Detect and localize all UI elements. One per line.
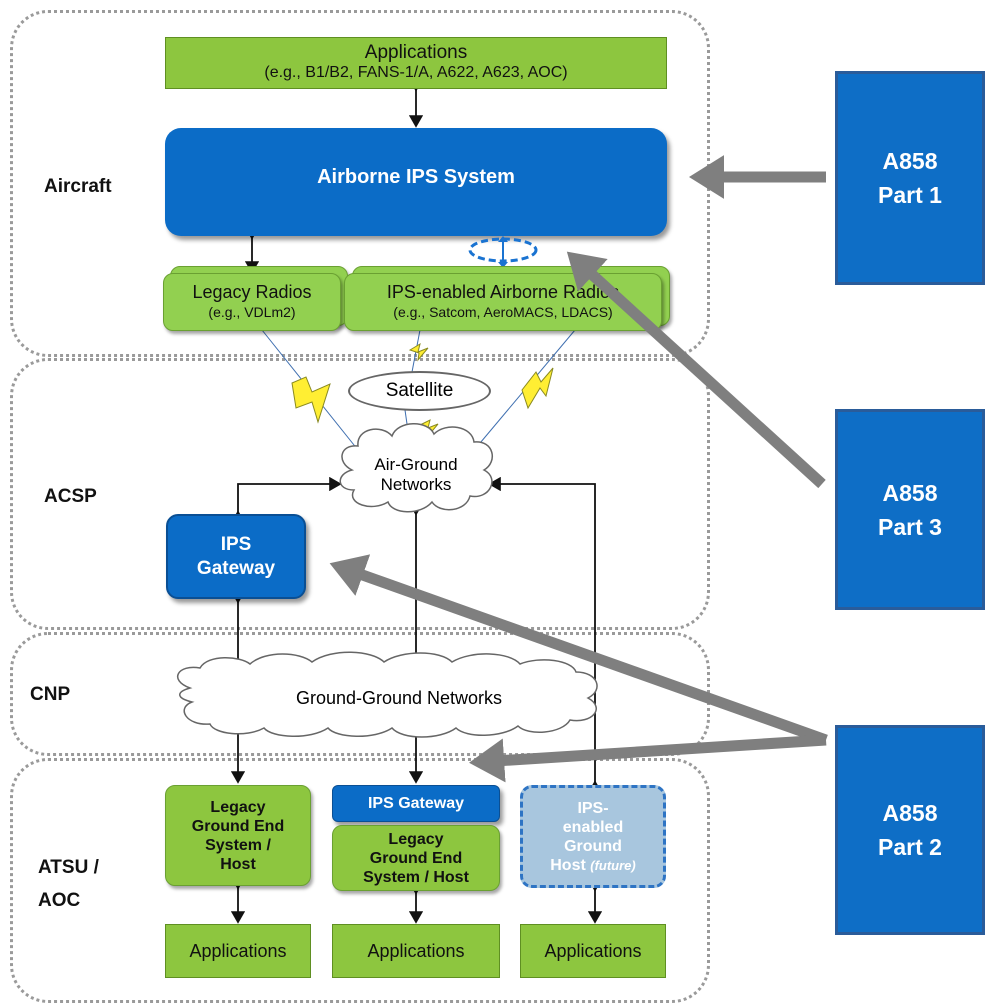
aircraft-label: Aircraft	[44, 176, 112, 197]
ips-host-future-note: (future)	[590, 857, 636, 873]
legacy-ground-host-line1: Legacy	[210, 798, 266, 816]
legacy-ground-host-line3: System /	[205, 836, 271, 854]
legacy-ground-host-box: Legacy Ground End System / Host	[165, 785, 311, 886]
legacy-ground-host-2-line3: System / Host	[363, 868, 469, 886]
acsp-label: ACSP	[44, 486, 97, 507]
a858-part2-title: A858	[882, 800, 938, 826]
legacy-ground-host-2-box: Legacy Ground End System / Host	[332, 825, 500, 891]
ips-radios-examples: (e.g., Satcom, AeroMACS, LDACS)	[393, 304, 613, 320]
ips-host-line4: Host (future)	[550, 856, 636, 875]
a858-part2-box: A858 Part 2	[835, 725, 985, 935]
ips-radios-label: IPS-enabled Airborne Radios	[386, 282, 620, 302]
aircraft-applications-title: Applications	[364, 42, 468, 63]
ips-host-word: Host	[550, 856, 586, 874]
legacy-ground-host-line4: Host	[220, 855, 256, 873]
part2-pointer-arrow-gateway	[329, 554, 828, 746]
part3-pointer-arrow	[566, 251, 826, 489]
satellite-label: Satellite	[385, 380, 454, 401]
airborne-ips-system-label: Airborne IPS System	[317, 165, 515, 188]
cnp-label: CNP	[30, 684, 71, 705]
ips-enabled-ground-host-box: IPS- enabled Ground Host (future)	[520, 785, 666, 888]
applications-label-2: Applications	[367, 940, 465, 961]
acsp-ips-gateway-line2: Gateway	[196, 557, 276, 579]
atsu-region	[10, 758, 710, 1003]
legacy-radios-box: Legacy Radios (e.g., VDLm2)	[163, 273, 341, 331]
acsp-ips-gateway-box: IPS Gateway	[166, 514, 306, 599]
a858-part3-subtitle: Part 3	[878, 513, 942, 540]
ground-ground-networks-label: Ground-Ground Networks	[295, 687, 503, 708]
air-ground-line2: Networks	[380, 475, 452, 494]
a858-part1-title: A858	[882, 148, 938, 174]
satellite-node: Satellite	[348, 371, 491, 411]
a858-part1-subtitle: Part 1	[878, 182, 942, 208]
applications-box-3: Applications	[520, 924, 666, 978]
legacy-ground-host-2-line2: Ground End	[369, 849, 463, 867]
applications-box-1: Applications	[165, 924, 311, 978]
airborne-ips-system-box: Airborne IPS System	[165, 128, 667, 236]
atsu-label-line1: ATSU /	[38, 857, 99, 878]
legacy-radios-label: Legacy Radios	[192, 282, 312, 302]
aircraft-applications-box: Applications (e.g., B1/B2, FANS-1/A, A62…	[165, 37, 667, 89]
a858-part2-subtitle: Part 2	[878, 834, 942, 860]
atsu-ips-gateway-box: IPS Gateway	[332, 785, 500, 822]
aircraft-applications-examples: (e.g., B1/B2, FANS-1/A, A622, A623, AOC)	[264, 64, 568, 81]
applications-label-3: Applications	[544, 940, 642, 961]
a858-part1-box: A858 Part 1	[835, 71, 985, 285]
legacy-radios-examples: (e.g., VDLm2)	[208, 304, 296, 320]
ips-host-line2: enabled	[562, 818, 624, 836]
a858-part3-title: A858	[882, 479, 938, 506]
air-ground-line1: Air-Ground	[374, 455, 458, 474]
applications-box-2: Applications	[332, 924, 500, 978]
part2-pointer-arrow-atsu	[469, 734, 827, 783]
acsp-ips-gateway-line1: IPS	[220, 533, 252, 555]
acsp-region	[10, 358, 710, 630]
a858-part3-box: A858 Part 3	[835, 409, 985, 610]
applications-label-1: Applications	[189, 940, 287, 961]
legacy-ground-host-2-line1: Legacy	[388, 830, 444, 848]
atsu-label-line2: AOC	[38, 890, 81, 911]
ips-host-line3: Ground	[564, 837, 622, 855]
atsu-ips-gateway-label: IPS Gateway	[367, 794, 465, 812]
legacy-ground-host-line2: Ground End	[191, 817, 285, 835]
ips-host-line1: IPS-	[577, 799, 609, 817]
air-ground-networks-label: Air-Ground Networks	[350, 452, 482, 498]
